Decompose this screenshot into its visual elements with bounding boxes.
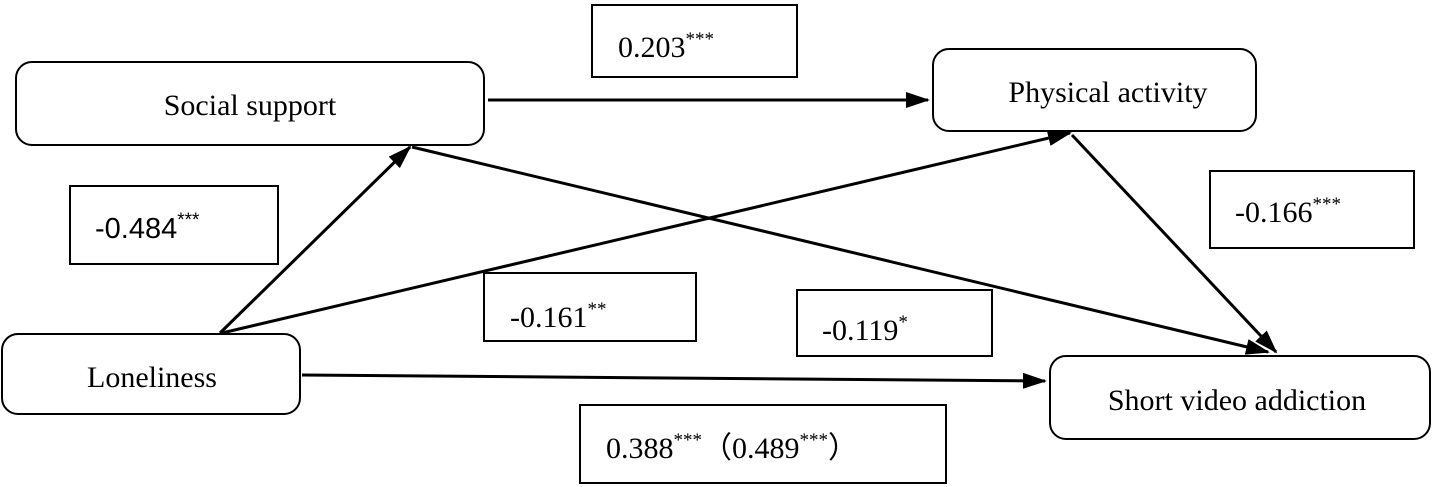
coef-value: -0.161 [510,301,588,334]
node-short-video-addiction: Short video addiction [1049,355,1431,440]
coef-significance: * [898,312,908,333]
coef-value: -0.484 [95,213,177,245]
coef-value: 0.388 [606,432,674,465]
node-label: Social support [164,89,337,122]
svg-text:-0.161**: -0.161** [510,299,607,334]
node-label: Short video addiction [1108,384,1366,417]
coef-box-social-support-to-physical-activity: 0.203*** [591,4,798,78]
coef-value: 0.203 [618,31,686,64]
coef-total-significance: *** [800,430,829,451]
svg-text:-0.166***: -0.166*** [1235,194,1341,229]
node-social-support: Social support [15,61,485,146]
svg-text:-0.484***: -0.484*** [95,210,200,245]
paren-close: ） [828,432,858,465]
coef-value: -0.166 [1235,196,1313,229]
paren-open: （ [702,432,732,465]
svg-text:0.203***: 0.203*** [618,29,714,64]
node-label: Loneliness [87,361,217,394]
coef-box-physical-activity-to-short-video-addiction: -0.166*** [1209,170,1415,249]
coef-significance: ** [588,299,607,320]
arrow-loneliness-to-physical-activity [221,130,1072,335]
arrow-loneliness-to-social-support [218,145,412,335]
coef-box-loneliness-to-social-support: -0.484*** [69,185,279,265]
arrow-physical-activity-to-short-video-addiction [1070,133,1278,354]
arrow-social-support-to-short-video-addiction [411,145,1270,355]
coef-significance: *** [686,29,715,50]
coef-significance: *** [674,430,703,451]
svg-text:0.388***（0.489***）: 0.388***（0.489***） [606,430,858,465]
coef-value: -0.119 [822,314,898,347]
arrow-loneliness-to-short-video-addiction [301,372,1047,389]
coef-box-loneliness-to-short-video-addiction: 0.388***（0.489***） [579,404,947,484]
coef-significance: *** [177,210,200,231]
node-physical-activity: Physical activity [932,48,1257,132]
svg-text:-0.119*: -0.119* [822,312,908,347]
coef-total-value: 0.489 [732,432,800,465]
coef-significance: *** [1313,194,1342,215]
node-label: Physical activity [1008,76,1207,109]
coef-box-social-support-to-short-video-addiction: -0.119* [796,289,993,357]
node-loneliness: Loneliness [1,333,301,415]
coef-box-loneliness-to-physical-activity: -0.161** [483,272,697,342]
